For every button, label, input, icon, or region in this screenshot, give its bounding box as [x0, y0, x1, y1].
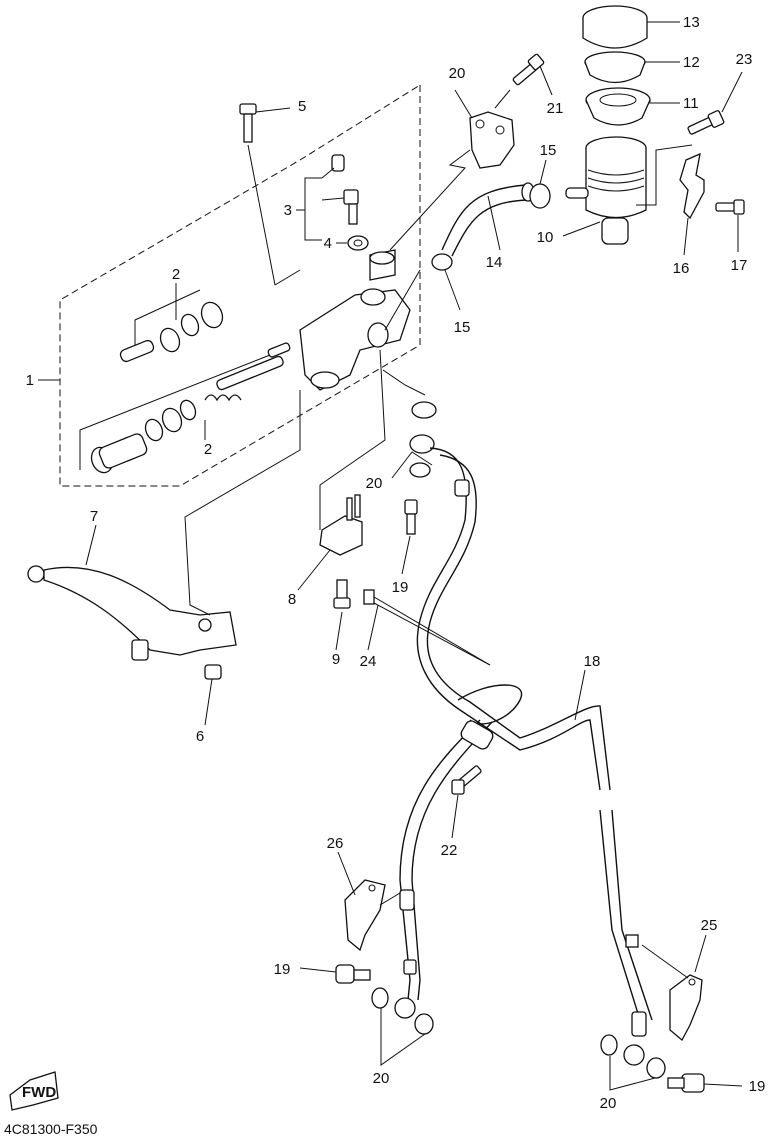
callout-11: 11: [683, 95, 699, 112]
callout-24: 23: [736, 51, 753, 68]
callout-25: 24: [360, 653, 377, 670]
callout-4: 4: [324, 235, 332, 252]
callout-1: 1: [26, 372, 34, 389]
washer-4: [347, 235, 369, 251]
reservoir-hose-14: [441, 182, 535, 257]
callout-20-right: 20: [600, 1095, 617, 1112]
callout-27: 26: [327, 835, 344, 852]
brake-lever: [27, 524, 237, 661]
bolt-17: [715, 199, 745, 252]
callout-19-right: 19: [749, 1078, 766, 1095]
washers-20-left: [371, 987, 434, 1066]
callout-10: 10: [537, 229, 554, 246]
callout-23: 22: [441, 842, 458, 859]
pivot-bolt-5: [239, 103, 301, 286]
union-bolt-19-right: [667, 1073, 743, 1093]
hose-path: [384, 269, 421, 331]
master-cylinder-body: [299, 249, 411, 391]
nut-6: [204, 664, 222, 726]
callout-16: 16: [673, 260, 690, 277]
callout-6: 6: [196, 728, 204, 745]
callout-8: 8: [288, 591, 296, 608]
clip-15-lower: [431, 253, 461, 311]
cable-tie-25: [363, 589, 491, 666]
bracket-16: [679, 152, 705, 256]
assembly-outline: [59, 84, 421, 487]
bolt-23: [451, 765, 482, 839]
callout-15-upper: 15: [540, 142, 557, 159]
bolt-22: [494, 53, 553, 109]
union-bolt-19-left: [299, 964, 371, 984]
callout-18: 18: [584, 653, 601, 670]
bolt-24: [636, 71, 743, 206]
fwd-badge-text: FWD: [22, 1084, 56, 1101]
callout-22: 21: [547, 100, 564, 117]
bleed-screw-set: [296, 154, 359, 241]
diagram-code: 4C81300-F350: [4, 1121, 98, 1137]
callout-12: 12: [683, 54, 700, 71]
callout-2-lower: 2: [204, 441, 212, 458]
callout-13: 13: [683, 14, 700, 31]
holder-27: [337, 851, 401, 952]
clip-15-upper: [529, 159, 551, 209]
washers-20-upper: [382, 369, 437, 479]
screw-9: [333, 579, 351, 651]
callout-19-left: 19: [274, 961, 291, 978]
holder-21: [389, 89, 515, 251]
plate-12: [584, 51, 680, 84]
callout-5: 5: [298, 98, 306, 115]
piston-kit-upper: [119, 289, 224, 363]
reservoir-tank-10: [562, 136, 647, 245]
callout-9: 9: [332, 651, 340, 668]
callout-15-lower: 15: [454, 319, 471, 336]
callout-3: 3: [284, 202, 292, 219]
diaphragm-11: [585, 87, 680, 126]
reservoir-cap-13: [582, 5, 680, 49]
callout-26: 25: [701, 917, 718, 934]
callout-2-upper: 2: [172, 266, 180, 283]
callout-14: 14: [486, 254, 503, 271]
callout-21: 20: [449, 65, 466, 82]
union-bolt-19-upper: [401, 499, 418, 575]
callout-labels: 1 2 2 3 4 5 6 7 8 9 10 11 12 13 14 15 15…: [26, 14, 766, 1112]
callout-17: 17: [731, 257, 748, 274]
callout-20-left: 20: [373, 1070, 390, 1087]
holder-26: [641, 934, 707, 1042]
fwd-arrow-badge: FWD: [9, 1071, 59, 1111]
brake-switch: [297, 349, 386, 591]
callout-19-upper: 19: [392, 579, 409, 596]
brake-hose-18: [394, 447, 653, 1066]
piston-kit-lower: [79, 342, 291, 474]
callout-20-upper: 20: [366, 475, 383, 492]
callout-7: 7: [90, 508, 98, 525]
washers-20-right: [600, 1034, 666, 1091]
